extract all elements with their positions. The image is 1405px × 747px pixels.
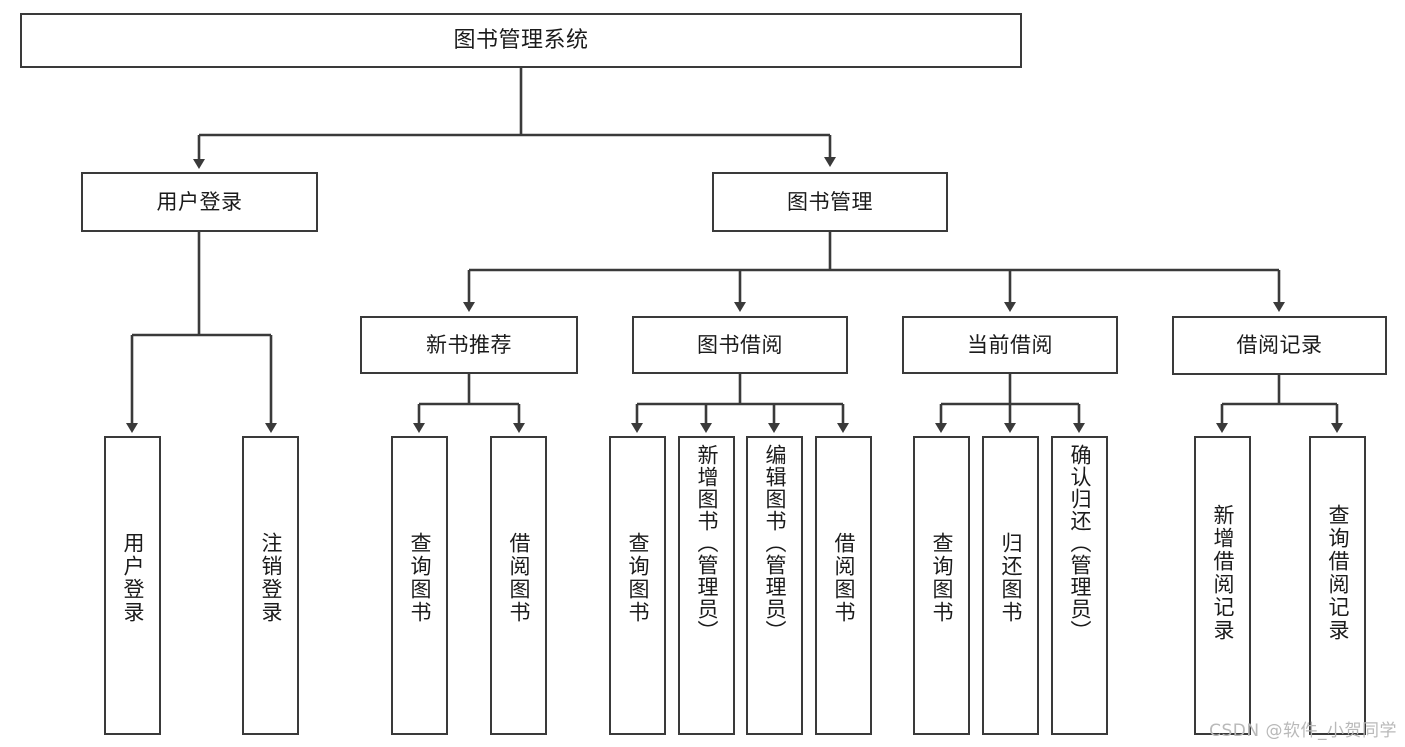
leaf-recommend-borrow-book[interactable]: 借阅图书 (490, 436, 547, 735)
leaf-current-query-book-label: 查询图书 (930, 532, 954, 624)
leaf-current-query-book[interactable]: 查询图书 (913, 436, 970, 735)
leaf-recommend-query-book-label: 查询图书 (408, 532, 432, 624)
leaf-recommend-query-book[interactable]: 查询图书 (391, 436, 448, 735)
node-book-borrow-label: 图书借阅 (697, 332, 783, 357)
node-new-book-recommend-label: 新书推荐 (426, 332, 512, 357)
leaf-user-login-login-label: 用户登录 (121, 532, 145, 624)
node-user-login-label: 用户登录 (156, 189, 243, 214)
leaf-user-login-login[interactable]: 用户登录 (104, 436, 161, 735)
leaf-borrow-edit-book[interactable]: 编辑图书（管理员） (746, 436, 803, 735)
leaf-record-add-record[interactable]: 新增借阅记录 (1194, 436, 1251, 735)
leaf-user-login-logout-label: 注销登录 (259, 532, 283, 624)
leaf-user-login-logout[interactable]: 注销登录 (242, 436, 299, 735)
node-borrow-record[interactable]: 借阅记录 (1172, 316, 1387, 375)
node-root[interactable]: 图书管理系统 (20, 13, 1022, 68)
node-new-book-recommend[interactable]: 新书推荐 (360, 316, 578, 374)
node-user-login[interactable]: 用户登录 (81, 172, 318, 232)
leaf-borrow-query-book[interactable]: 查询图书 (609, 436, 666, 735)
leaf-record-query-record[interactable]: 查询借阅记录 (1309, 436, 1366, 735)
leaf-current-return-book[interactable]: 归还图书 (982, 436, 1039, 735)
leaf-record-add-record-label: 新增借阅记录 (1211, 504, 1235, 642)
leaf-record-query-record-label: 查询借阅记录 (1326, 504, 1350, 642)
leaf-current-return-book-label: 归还图书 (999, 532, 1023, 624)
leaf-borrow-add-book[interactable]: 新增图书（管理员） (678, 436, 735, 735)
watermark-text: CSDN @软件_小贺同学 (1209, 721, 1397, 741)
node-borrow-record-label: 借阅记录 (1236, 333, 1323, 358)
leaf-current-confirm-return[interactable]: 确认归还（管理员） (1051, 436, 1108, 735)
leaf-current-confirm-return-label: 确认归还（管理员） (1068, 444, 1092, 642)
node-book-management[interactable]: 图书管理 (712, 172, 948, 232)
node-book-management-label: 图书管理 (787, 189, 873, 214)
leaf-borrow-add-book-label: 新增图书（管理员） (695, 444, 719, 642)
leaf-borrow-borrow-book-label: 借阅图书 (832, 532, 856, 624)
node-book-borrow[interactable]: 图书借阅 (632, 316, 848, 374)
leaf-borrow-query-book-label: 查询图书 (626, 532, 650, 624)
leaf-borrow-edit-book-label: 编辑图书（管理员） (763, 444, 787, 642)
leaf-recommend-borrow-book-label: 借阅图书 (507, 532, 531, 624)
leaf-borrow-borrow-book[interactable]: 借阅图书 (815, 436, 872, 735)
node-current-borrow-label: 当前借阅 (967, 332, 1053, 357)
node-current-borrow[interactable]: 当前借阅 (902, 316, 1118, 374)
node-root-label: 图书管理系统 (453, 27, 589, 53)
